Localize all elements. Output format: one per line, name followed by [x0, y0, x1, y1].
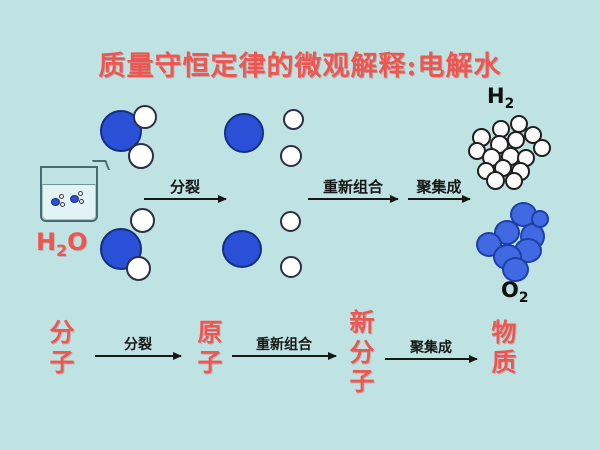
arrow-aggregate-bottom-label: 聚集成 [410, 340, 452, 357]
arrow-split-bottom: 分裂 [95, 338, 182, 360]
water-molecule-hydrogen-atom [126, 256, 151, 281]
cluster-oxygen-atom [502, 257, 529, 282]
bottom-term-atom: 原 子 [197, 318, 223, 377]
beaker-rim [40, 166, 98, 169]
water-molecule-hydrogen-atom [130, 208, 155, 233]
arrow-line [232, 355, 336, 357]
mini-water-molecule [70, 191, 86, 205]
page-title: 质量守恒定律的微观解释:电解水 [98, 51, 502, 82]
free-oxygen-atom [222, 230, 262, 268]
mini-hydrogen-atom [78, 191, 83, 196]
mini-oxygen-atom [51, 198, 60, 206]
arrow-head-icon [328, 352, 337, 360]
water-molecule-hydrogen-atom [128, 143, 154, 169]
hydrogen-molecule-cluster [466, 114, 566, 190]
arrow-split-top: 分裂 [144, 179, 227, 203]
arrow-line [144, 198, 226, 200]
h2-subscript: 2 [504, 96, 515, 113]
arrow-head-icon [218, 195, 227, 203]
arrow-head-icon [390, 195, 399, 203]
bottom-term-substance: 物 质 [491, 318, 517, 377]
arrow-recombine-bottom-label: 重新组合 [256, 337, 312, 354]
arrow-head-icon [462, 195, 471, 203]
arrow-split-top-label: 分裂 [169, 178, 200, 197]
water-molecule-hydrogen-atom [133, 105, 157, 129]
bottom-term-new-molecule: 新 分 子 [349, 308, 375, 396]
free-hydrogen-atom [283, 109, 304, 130]
beaker-body [40, 168, 98, 222]
arrow-aggregate-top: 聚集成 [408, 179, 471, 203]
beaker-graphic [38, 158, 106, 226]
arrow-line [385, 358, 477, 360]
label-h2o: H2O [36, 228, 88, 260]
cluster-hydrogen-atom [533, 139, 551, 157]
arrow-line [95, 355, 181, 357]
cluster-hydrogen-atom [486, 171, 505, 190]
label-o2: O2 [501, 278, 529, 307]
mini-oxygen-atom [70, 195, 79, 203]
mini-hydrogen-atom [79, 199, 84, 204]
arrow-split-bottom-label: 分裂 [124, 337, 152, 354]
arrow-recombine-top: 重新组合 [308, 179, 399, 203]
mini-hydrogen-atom [59, 194, 64, 199]
cluster-oxygen-atom [531, 210, 549, 228]
arrow-recombine-bottom: 重新组合 [232, 338, 337, 360]
arrow-aggregate-bottom: 聚集成 [385, 341, 478, 363]
o2-subscript: 2 [518, 290, 529, 307]
arrow-head-icon [173, 352, 182, 360]
label-h2: H2 [487, 84, 515, 113]
mini-hydrogen-atom [60, 202, 65, 207]
free-hydrogen-atom [280, 145, 302, 167]
arrow-aggregate-top-label: 聚集成 [416, 178, 462, 197]
oxygen-molecule-cluster [476, 202, 568, 282]
free-oxygen-atom [224, 113, 264, 153]
arrow-line [308, 198, 398, 200]
arrow-head-icon [469, 355, 478, 363]
free-hydrogen-atom [280, 256, 302, 278]
arrow-recombine-top-label: 重新组合 [322, 178, 383, 197]
mini-water-molecule [51, 194, 67, 208]
arrow-line [408, 198, 470, 200]
free-hydrogen-atom [280, 211, 301, 232]
bottom-term-molecule: 分 子 [49, 318, 75, 377]
h2o-subscript: 2 [56, 240, 68, 260]
cluster-hydrogen-atom [505, 172, 523, 190]
